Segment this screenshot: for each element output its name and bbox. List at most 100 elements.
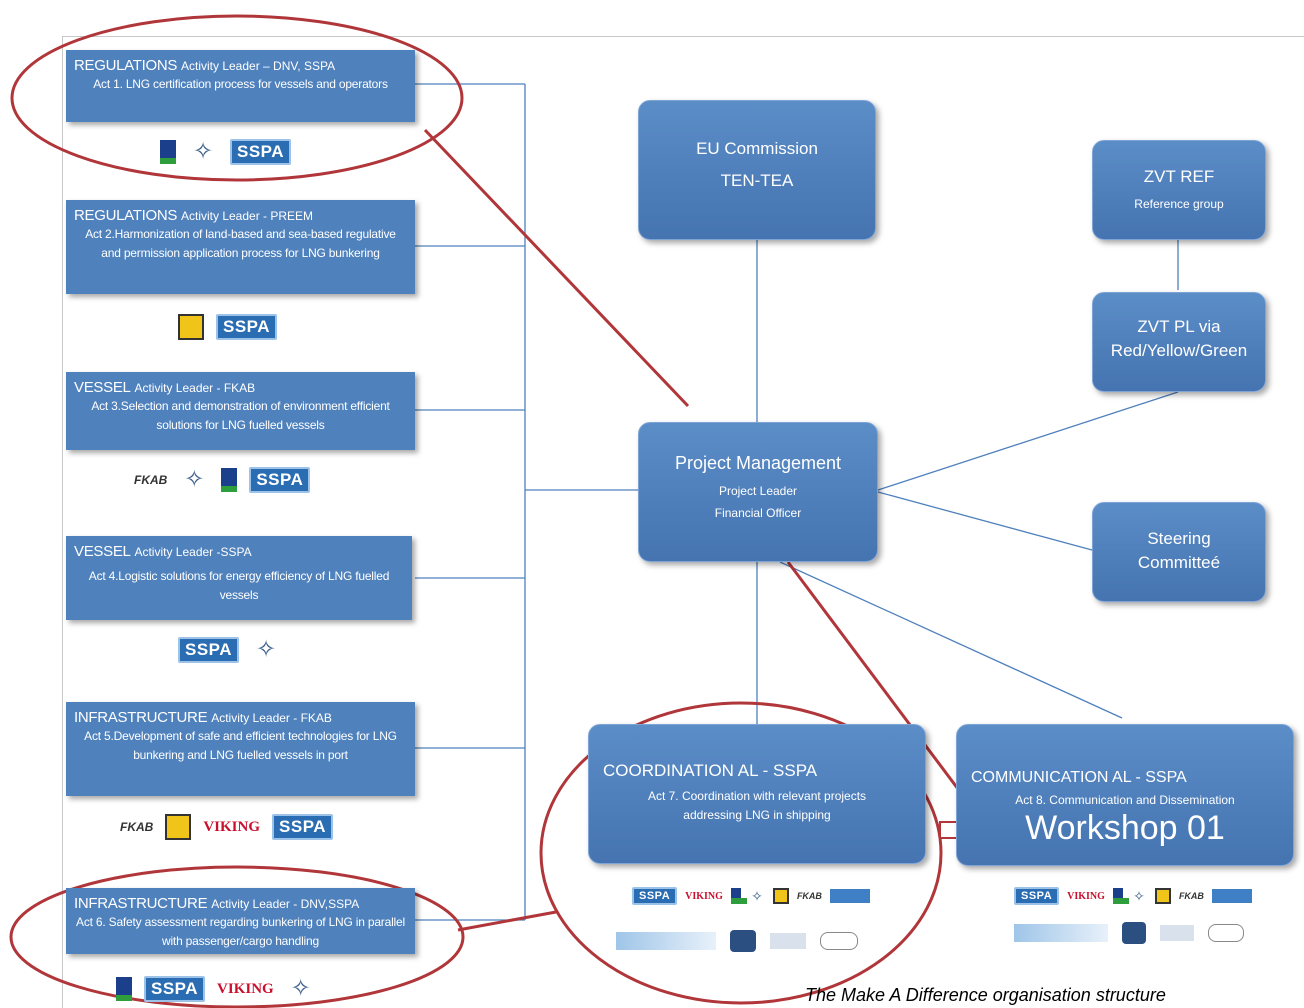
logos-coordination-row1: SSPA VIKING ✧ FKAB	[632, 882, 870, 910]
sspa-logo: SSPA	[216, 314, 278, 340]
annotation-ellipse-coordination	[539, 701, 943, 1005]
activity-box-act3: VESSEL Activity Leader - FKAB Act 3.Sele…	[66, 372, 415, 450]
activity-area: REGULATIONS	[74, 207, 178, 224]
logos-communication-row2	[1014, 922, 1244, 944]
coordination-title: COORDINATION AL - SSPA	[603, 761, 818, 780]
partner-logo	[1122, 922, 1146, 944]
dnv-logo	[221, 468, 238, 492]
logos-act6: SSPA VIKING ✧	[116, 975, 316, 1003]
preem-logo	[165, 814, 192, 840]
activity-leader: Activity Leader - PREEM	[181, 209, 314, 223]
partner-logo	[616, 932, 716, 950]
zvt-pl-box: ZVT PL via Red/Yellow/Green	[1092, 292, 1266, 392]
partner-logo	[820, 932, 858, 950]
activity-box-act4: VESSEL Activity Leader -SSPA Act 4.Logis…	[66, 536, 412, 620]
activity-leader: Activity Leader - DNV,SSPA	[211, 897, 360, 911]
partner-logo	[829, 889, 870, 903]
star-logo: ✧	[290, 975, 311, 1002]
partner-logo	[1014, 924, 1108, 942]
logos-act4: SSPA ✧	[178, 636, 281, 664]
partner-logo	[770, 933, 806, 949]
activity-description: Act 6. Safety assessment regarding bunke…	[76, 915, 405, 948]
project-management-box: Project Management Project Leader Financ…	[638, 422, 878, 562]
activity-description: Act 2.Harmonization of land-based and se…	[85, 227, 396, 260]
logos-coordination-row2	[616, 930, 858, 952]
activity-description: Act 3.Selection and demonstration of env…	[91, 399, 390, 432]
activity-leader: Activity Leader - FKAB	[211, 711, 332, 725]
partner-logo	[1208, 924, 1244, 942]
logos-act2: SSPA	[178, 314, 278, 340]
activity-area: VESSEL	[74, 543, 131, 560]
activity-box-act6: INFRASTRUCTURE Activity Leader - DNV,SSP…	[66, 888, 415, 954]
sspa-logo: SSPA	[1014, 887, 1060, 905]
fkab-logo: FKAB	[134, 473, 168, 487]
communication-title: COMMUNICATION AL - SSPA	[971, 769, 1187, 786]
preem-logo	[772, 888, 789, 904]
annotation-line-act6-coordination	[457, 910, 557, 932]
star-logo: ✧	[184, 466, 205, 493]
communication-description: Act 8. Communication and Dissemination	[1015, 793, 1235, 807]
sspa-logo: SSPA	[632, 887, 678, 905]
star-logo: ✧	[192, 138, 214, 165]
eu-commission-box: EU Commission TEN-TEA	[638, 100, 876, 240]
partner-logo	[1211, 889, 1252, 903]
steering-committee-title: Steering	[1147, 529, 1211, 548]
activity-description: Act 1. LNG certification process for ves…	[93, 77, 388, 91]
sspa-logo: SSPA	[178, 637, 240, 663]
activity-area: VESSEL	[74, 379, 131, 396]
partner-logo	[730, 930, 756, 952]
logos-act3: FKAB ✧ SSPA	[134, 466, 311, 494]
activity-box-act5: INFRASTRUCTURE Activity Leader - FKAB Ac…	[66, 702, 415, 796]
activity-leader: Activity Leader - FKAB	[134, 381, 256, 395]
connector-pm-zvtpl	[877, 391, 1179, 491]
project-management-title: Project Management	[674, 453, 842, 473]
annotation-ellipse-act1	[10, 14, 464, 182]
viking-logo: VIKING	[685, 890, 723, 902]
steering-committee-subtitle: Committeé	[1137, 553, 1221, 572]
activity-area: INFRASTRUCTURE	[74, 895, 208, 912]
dnv-logo	[730, 888, 747, 904]
preem-logo	[1154, 888, 1171, 904]
coordination-description: Act 7. Coordination with relevant projec…	[647, 789, 867, 822]
dnv-logo	[160, 140, 176, 164]
activity-box-act1: REGULATIONS Activity Leader – DNV, SSPA …	[66, 50, 415, 122]
fkab-logo: FKAB	[796, 891, 822, 901]
coordination-box: COORDINATION AL - SSPA Act 7. Coordinati…	[588, 724, 926, 864]
preem-logo	[178, 314, 204, 340]
activity-area: INFRASTRUCTURE	[74, 709, 208, 726]
activity-area: REGULATIONS	[74, 57, 178, 74]
project-leader-label: Project Leader	[718, 484, 798, 498]
zvt-ref-subtitle: Reference group	[1134, 197, 1224, 211]
partner-logo	[1160, 925, 1194, 941]
viking-logo: VIKING	[203, 818, 261, 835]
connector-pm-communication	[779, 561, 1123, 719]
activity-description: Act 4.Logistic solutions for energy effi…	[88, 569, 390, 602]
frame-top-line	[62, 36, 1304, 37]
dnv-logo	[1112, 888, 1129, 904]
figure-caption: The Make A Difference organisation struc…	[805, 985, 1166, 1005]
viking-logo: VIKING	[217, 980, 274, 997]
steering-committee-box: Steering Committeé	[1092, 502, 1266, 602]
star-logo: ✧	[751, 888, 763, 904]
star-logo: ✧	[255, 636, 277, 663]
viking-logo: VIKING	[1067, 890, 1105, 902]
eu-commission-subtitle: TEN-TEA	[720, 171, 794, 190]
fkab-logo: FKAB	[1178, 891, 1204, 901]
activity-description: Act 5.Development of safe and efficient …	[84, 729, 397, 762]
sspa-logo: SSPA	[230, 139, 292, 165]
logos-act5: FKAB VIKING SSPA	[120, 814, 334, 840]
zvt-pl-title: ZVT PL via	[1137, 317, 1221, 336]
annotation-arrow-pm-workshop	[786, 561, 987, 826]
sspa-logo: SSPA	[249, 467, 311, 493]
sspa-logo: SSPA	[144, 976, 206, 1002]
dnv-logo	[116, 977, 132, 1001]
communication-box: COMMUNICATION AL - SSPA Act 8. Communica…	[956, 724, 1294, 866]
activity-leader: Activity Leader -SSPA	[134, 545, 252, 559]
sspa-logo: SSPA	[272, 814, 334, 840]
workshop-label: Workshop 01	[1025, 809, 1225, 847]
annotation-ellipse-act6	[9, 865, 465, 1008]
annotation-line-act1-pm	[423, 128, 690, 408]
fkab-logo: FKAB	[120, 820, 154, 834]
connector-pm-steering	[877, 491, 1093, 551]
star-logo: ✧	[1133, 888, 1145, 904]
